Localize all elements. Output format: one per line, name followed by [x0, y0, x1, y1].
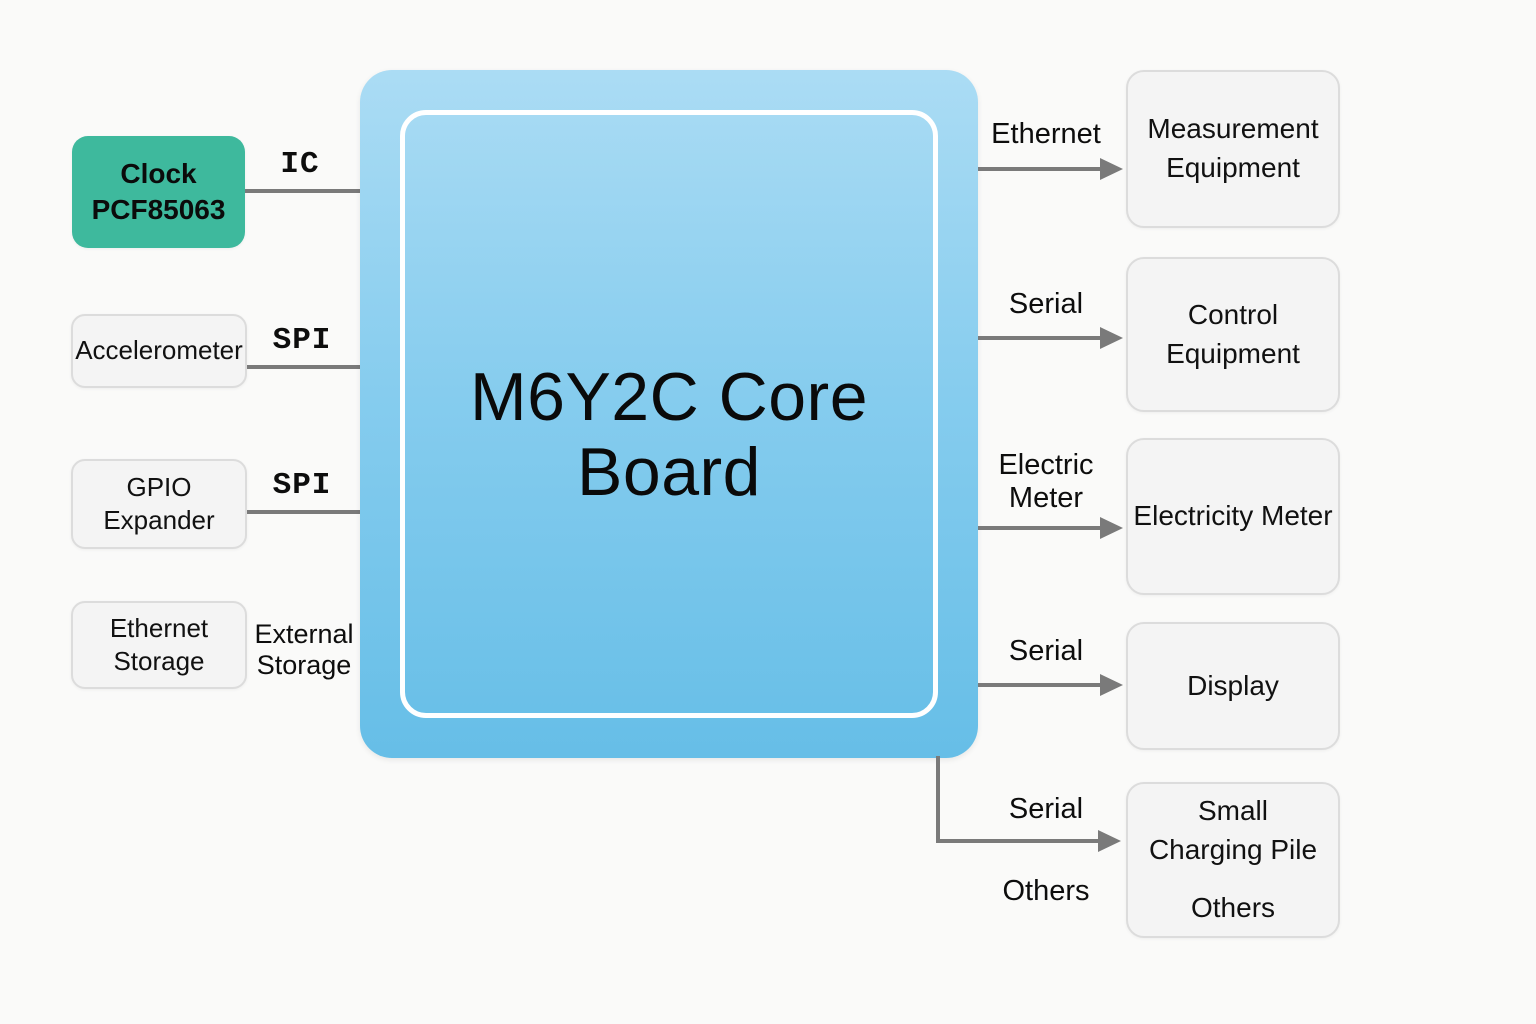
arrow-serial-display-head — [1100, 674, 1123, 696]
arrow-serial-charging-elbow — [936, 756, 940, 843]
arrow-serial-display-line — [978, 683, 1102, 687]
node-clock-label-line1: Clock — [120, 158, 197, 190]
core-board-inner-frame: M6Y2C Core Board — [400, 110, 938, 718]
arrow-ethernet-line — [978, 167, 1102, 171]
bus-label-external-storage-line1: External — [254, 619, 354, 649]
node-gpio-label-line1: GPIO — [126, 471, 192, 502]
node-ethernet-storage: Ethernet Storage — [71, 601, 247, 689]
bus-label-spi-gpio: SPI — [272, 468, 332, 503]
node-control-equipment: Control Equipment — [1126, 257, 1340, 412]
node-ethernet-storage-label-line2: Storage — [113, 646, 205, 676]
node-control-label-line1: Control — [1187, 298, 1279, 330]
node-charging-sub-label-others: Others — [1190, 892, 1276, 924]
arrow-serial-control-line — [978, 336, 1102, 340]
node-electricity-meter: Electricity Meter — [1126, 438, 1340, 595]
node-ethernet-storage-label-line1: Ethernet — [109, 612, 209, 643]
connector-gpio-to-board — [247, 510, 360, 514]
bus-label-electric-meter-line2: Meter — [1008, 482, 1084, 514]
arrow-electric-meter-head — [1100, 517, 1123, 539]
node-measurement-label-line1: Measurement — [1147, 113, 1319, 145]
arrow-serial-charging-head — [1098, 830, 1121, 852]
bus-label-electric-meter-line1: Electric — [998, 449, 1094, 481]
node-display: Display — [1126, 622, 1340, 750]
node-gpio-expander: GPIO Expander — [71, 459, 247, 549]
node-core-board: M6Y2C Core Board — [360, 70, 978, 758]
node-gpio-label-line2: Expander — [103, 505, 215, 535]
bus-label-others: Others — [1002, 875, 1090, 907]
node-accelerometer-label: Accelerometer — [75, 335, 243, 366]
bus-label-ic: IC — [280, 147, 320, 182]
node-control-label-line2: Equipment — [1166, 337, 1300, 369]
bus-label-serial-display: Serial — [1008, 635, 1084, 667]
core-board-title-line2: Board — [577, 434, 761, 510]
connector-accelerometer-to-board — [247, 365, 360, 369]
connector-clock-to-board — [245, 189, 360, 193]
bus-label-serial-control: Serial — [1008, 288, 1084, 320]
core-board-title: M6Y2C Core Board — [405, 360, 933, 510]
node-measurement-equipment: Measurement Equipment — [1126, 70, 1340, 228]
node-small-charging-pile: Small Charging Pile Others — [1126, 782, 1340, 938]
core-board-title-line1: M6Y2C Core — [469, 359, 869, 435]
node-charging-label-line2: Charging Pile — [1148, 833, 1318, 865]
arrow-serial-control-head — [1100, 327, 1123, 349]
bus-label-spi-accelerometer: SPI — [272, 323, 332, 358]
bus-label-ethernet: Ethernet — [991, 118, 1101, 150]
node-display-label: Display — [1187, 669, 1279, 701]
node-clock-pcf85063: Clock PCF85063 — [72, 136, 245, 248]
arrow-serial-charging-line — [936, 839, 1100, 843]
bus-label-serial-charging: Serial — [1008, 793, 1084, 825]
arrow-ethernet-head — [1100, 158, 1123, 180]
bus-label-electric-meter: Electric Meter — [963, 449, 1129, 515]
bus-label-external-storage-line2: Storage — [256, 650, 352, 680]
bus-label-external-storage: External Storage — [250, 619, 358, 681]
node-electricity-meter-label: Electricity Meter — [1133, 500, 1333, 532]
node-measurement-label-line2: Equipment — [1166, 152, 1300, 183]
node-accelerometer: Accelerometer — [71, 314, 247, 388]
node-charging-label-line1: Small — [1197, 795, 1268, 827]
arrow-electric-meter-line — [978, 526, 1102, 530]
node-clock-label-line2: PCF85063 — [91, 194, 226, 225]
